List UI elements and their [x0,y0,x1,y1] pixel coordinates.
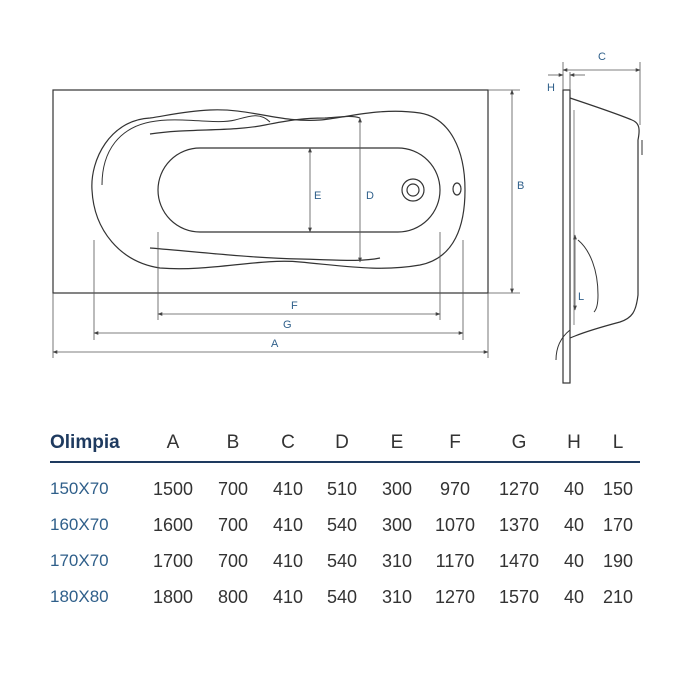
value-cell-A: 1600 [152,514,194,535]
upper-rim-curve [149,115,361,135]
model-cell: 160X70 [50,515,109,534]
column-header-F: F [424,425,486,463]
value-cell-L: 170 [602,514,634,535]
dimension-labels-top: D E B F G A [271,180,524,350]
value-cell-D: 540 [326,514,358,535]
value-cell-D: 540 [326,586,358,607]
value-cell-H: 40 [563,478,585,499]
side-rim [562,89,571,384]
value-cell-C: 410 [272,550,304,571]
value-cell-L: 150 [602,478,634,499]
value-cell-E: 310 [381,586,413,607]
value-cell-A: 1700 [152,550,194,571]
column-header-C: C [262,425,314,463]
value-cell-G: 1270 [498,478,540,499]
side-profile [569,97,640,339]
value-cell-G: 1570 [498,586,540,607]
table-row: 150X70 1500 700 410 510 300 970 1270 40 … [50,462,640,507]
model-cell: 180X80 [50,587,109,606]
model-header: Olimpia [50,425,142,463]
top-view [52,89,489,294]
value-cell-D: 510 [326,478,358,499]
value-cell-B: 700 [217,478,249,499]
column-header-L: L [596,425,640,463]
table-header-row: Olimpia A B C D E F G H L [50,425,640,463]
drain-outer [401,178,425,202]
label-H: H [547,82,555,94]
table-row: 170X70 1700 700 410 540 310 1170 1470 40… [50,543,640,579]
label-D: D [366,190,374,202]
value-cell-H: 40 [563,550,585,571]
column-header-A: A [142,425,204,463]
dimension-lines-side [548,62,641,311]
basin-inner [157,147,441,233]
side-view [555,89,643,384]
value-cell-L: 190 [602,550,634,571]
value-cell-C: 410 [272,478,304,499]
table-row: 180X80 1800 800 410 540 310 1270 1570 40… [50,579,640,615]
value-cell-G: 1470 [498,550,540,571]
label-C: C [598,51,606,63]
value-cell-F: 1270 [434,586,476,607]
column-header-E: E [370,425,424,463]
column-header-D: D [314,425,370,463]
value-cell-A: 1500 [152,478,194,499]
table-row: 160X70 1600 700 410 540 300 1070 1370 40… [50,507,640,543]
value-cell-F: 1070 [434,514,476,535]
value-cell-A: 1800 [152,586,194,607]
dimensions-table: Olimpia A B C D E F G H L 150X70 1500 70… [50,425,640,615]
label-E: E [314,190,321,202]
dimension-labels-side: C H L [547,51,606,303]
label-F: F [291,300,298,312]
lower-rim-curve [149,247,381,261]
label-A: A [271,338,279,350]
value-cell-B: 700 [217,514,249,535]
value-cell-B: 700 [217,550,249,571]
overflow-hole [452,182,462,196]
side-leg-curve [555,329,571,361]
label-L: L [578,291,584,303]
value-cell-E: 300 [381,514,413,535]
bathtub-technical-drawing: D E B F G A C H L [52,51,643,384]
drain-inner [406,183,420,197]
backrest-curve [101,115,271,186]
value-cell-D: 540 [326,550,358,571]
value-cell-E: 310 [381,550,413,571]
column-header-B: B [204,425,262,463]
value-cell-F: 1170 [435,550,475,571]
label-G: G [283,319,292,331]
value-cell-E: 300 [381,478,413,499]
column-header-H: H [552,425,596,463]
value-cell-H: 40 [563,514,585,535]
value-cell-B: 800 [217,586,249,607]
label-B: B [517,180,524,192]
basin-outer-contour [91,109,466,270]
value-cell-G: 1370 [498,514,540,535]
value-cell-C: 410 [272,514,304,535]
value-cell-C: 410 [272,586,304,607]
tub-outer-rim [52,89,489,294]
value-cell-F: 970 [439,478,471,499]
dimension-lines-top [52,89,520,358]
column-header-G: G [486,425,552,463]
model-cell: 150X70 [50,479,109,498]
value-cell-L: 210 [602,586,634,607]
value-cell-H: 40 [563,586,585,607]
side-seat-curve [577,239,599,313]
model-cell: 170X70 [50,551,109,570]
